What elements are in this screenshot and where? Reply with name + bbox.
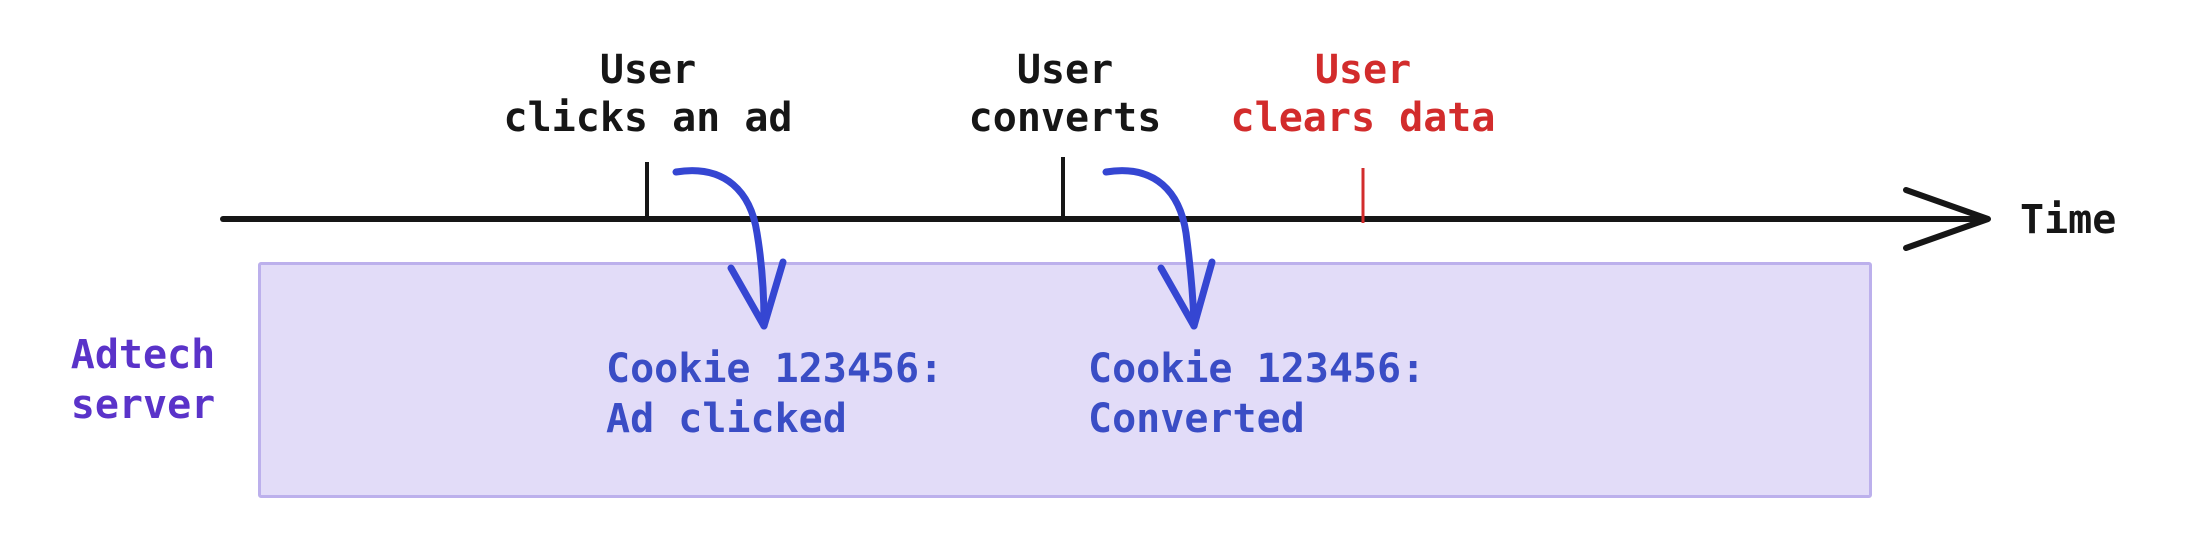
adtech-server-label: Adtech server [70,332,216,428]
time-axis-label: Time [2020,197,2117,243]
event-label-user-clicks-ad: User clicks an ad [503,47,793,141]
timeline-arrowhead-icon [1903,187,1991,251]
flow-arrow-converted [1102,167,1216,330]
event-label-user-clears-data: User clears data [1230,47,1496,141]
timeline-axis [220,187,1991,251]
flow-arrow-ad-clicked [672,167,787,330]
cookie-record-ad-clicked: Cookie 123456: Ad clicked [606,346,944,442]
event-label-user-converts: User converts [968,47,1162,141]
cookie-record-converted: Cookie 123456: Converted [1088,346,1426,442]
adtech-server-box [258,262,1872,498]
